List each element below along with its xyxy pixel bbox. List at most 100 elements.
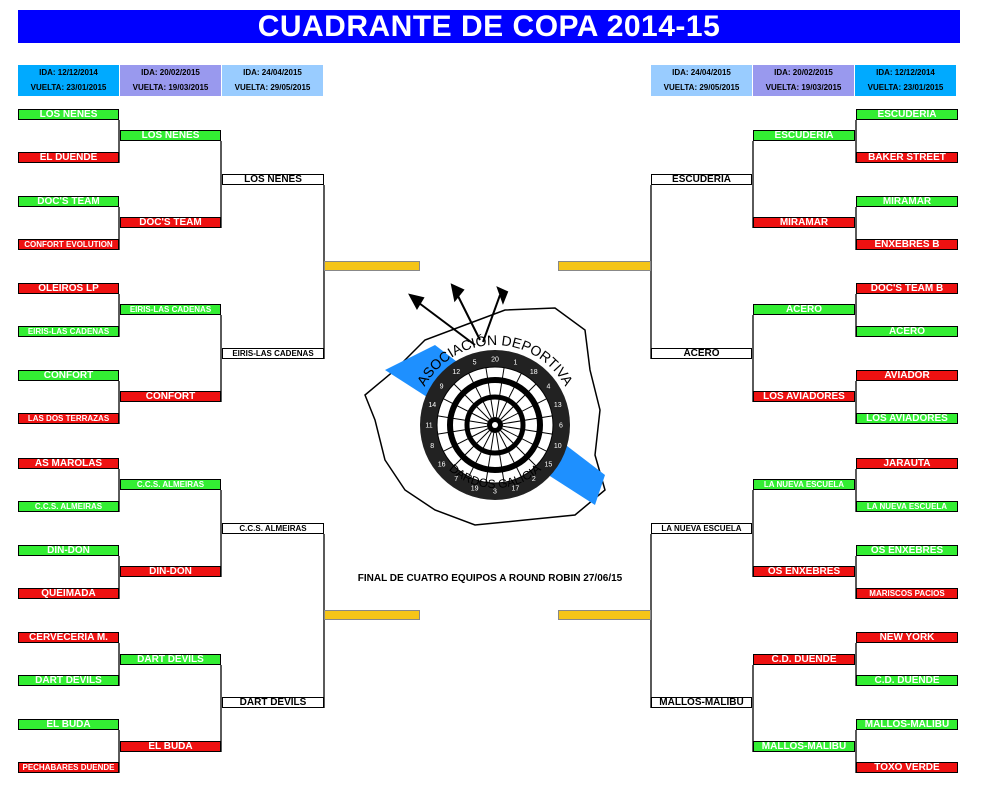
team-cell-right-r1: TOXO VERDE <box>856 762 958 773</box>
team-cell-left-r1: LAS DOS TERRAZAS <box>18 413 119 424</box>
team-cell-left-r1: QUEIMADA <box>18 588 119 599</box>
ida-date: IDA: 24/04/2015 <box>672 68 731 77</box>
team-cell-left-r1: EL BUDA <box>18 719 119 730</box>
vuelta-date: VUELTA: 23/01/2015 <box>30 83 107 92</box>
team-cell-right-r3: MALLOS-MALIBU <box>651 697 752 708</box>
svg-text:16: 16 <box>438 461 446 468</box>
svg-text:14: 14 <box>428 402 436 409</box>
team-cell-left-r1: C.C.S. ALMEIRAS <box>18 501 119 512</box>
svg-text:17: 17 <box>511 485 519 492</box>
team-cell-right-r2: LOS AVIADORES <box>753 391 855 402</box>
svg-text:19: 19 <box>471 485 479 492</box>
team-cell-left-r3: EIRIS-LAS CADENAS <box>222 348 324 359</box>
team-cell-right-r1: OS ENXEBRES <box>856 545 958 556</box>
team-cell-left-r1: EIRIS-LAS CADENAS <box>18 326 119 337</box>
team-cell-right-r1: ACERO <box>856 326 958 337</box>
svg-text:10: 10 <box>554 443 562 450</box>
vuelta-date: VUELTA: 23/01/2015 <box>867 83 944 92</box>
svg-text:12: 12 <box>452 369 460 376</box>
ida-date: IDA: 20/02/2015 <box>141 68 200 77</box>
team-cell-right-r2: ESCUDERIA <box>753 130 855 141</box>
team-cell-right-r1: LA NUEVA ESCUELA <box>856 501 958 512</box>
team-cell-right-r1: JARAUTA <box>856 458 958 469</box>
team-cell-left-r1: LOS NENES <box>18 109 119 120</box>
team-cell-left-r1: CONFORT EVOLUTION <box>18 239 119 250</box>
team-cell-right-r1: BAKER STREET <box>856 152 958 163</box>
team-cell-right-r1: C.D. DUENDE <box>856 675 958 686</box>
svg-text:3: 3 <box>493 489 497 496</box>
team-cell-left-r1: EL DUENDE <box>18 152 119 163</box>
vuelta-date: VUELTA: 19/03/2015 <box>765 83 842 92</box>
vuelta-date: VUELTA: 29/05/2015 <box>663 83 740 92</box>
svg-text:13: 13 <box>554 402 562 409</box>
vuelta-date: VUELTA: 19/03/2015 <box>132 83 209 92</box>
svg-text:6: 6 <box>559 423 563 430</box>
team-cell-left-r2: C.C.S. ALMEIRAS <box>120 479 221 490</box>
svg-text:8: 8 <box>430 443 434 450</box>
svg-text:5: 5 <box>473 360 477 367</box>
team-cell-left-r1: OLEIROS LP <box>18 283 119 294</box>
ida-date: IDA: 12/12/2014 <box>39 68 98 77</box>
darts-icon <box>408 283 509 346</box>
team-cell-right-r1: MALLOS-MALIBU <box>856 719 958 730</box>
svg-text:11: 11 <box>425 423 432 430</box>
vuelta-date: VUELTA: 29/05/2015 <box>234 83 311 92</box>
team-cell-right-r1: MIRAMAR <box>856 196 958 207</box>
team-cell-left-r1: DIN-DON <box>18 545 119 556</box>
ida-date: IDA: 12/12/2014 <box>876 68 935 77</box>
team-cell-right-r2: ACERO <box>753 304 855 315</box>
svg-text:15: 15 <box>544 461 552 468</box>
team-cell-left-r1: PECHABARES DUENDE <box>18 762 119 773</box>
team-cell-left-r2: CONFORT <box>120 391 221 402</box>
team-cell-left-r2: DART DEVILS <box>120 654 221 665</box>
team-cell-left-r1: CONFORT <box>18 370 119 381</box>
team-cell-left-r2: DIN-DON <box>120 566 221 577</box>
team-cell-left-r2: LOS NENES <box>120 130 221 141</box>
team-cell-right-r1: DOC'S TEAM B <box>856 283 958 294</box>
team-cell-right-r3: ACERO <box>651 348 752 359</box>
final-info-text: FINAL DE CUATRO EQUIPOS A ROUND ROBIN 27… <box>357 573 623 584</box>
team-cell-left-r3: C.C.S. ALMEIRAS <box>222 523 324 534</box>
team-cell-right-r1: AVIADOR <box>856 370 958 381</box>
team-cell-left-r2: DOC'S TEAM <box>120 217 221 228</box>
team-cell-right-r1: ESCUDERIA <box>856 109 958 120</box>
team-cell-left-r1: CERVECERIA M. <box>18 632 119 643</box>
team-cell-right-r1: MARISCOS PACIOS <box>856 588 958 599</box>
team-cell-right-r1: LOS AVIADORES <box>856 413 958 424</box>
team-cell-left-r3: LOS NENES <box>222 174 324 185</box>
ida-date: IDA: 20/02/2015 <box>774 68 833 77</box>
team-cell-right-r3: ESCUDERIA <box>651 174 752 185</box>
team-cell-right-r1: NEW YORK <box>856 632 958 643</box>
team-cell-right-r1: ENXEBRES B <box>856 239 958 250</box>
team-cell-right-r2: C.D. DUENDE <box>753 654 855 665</box>
svg-text:7: 7 <box>454 476 458 483</box>
ida-date: IDA: 24/04/2015 <box>243 68 302 77</box>
team-cell-right-r2: LA NUEVA ESCUELA <box>753 479 855 490</box>
team-cell-left-r1: AS MAROLAS <box>18 458 119 469</box>
semifinal-slot-left <box>324 610 420 620</box>
page-title: CUADRANTE DE COPA 2014-15 <box>18 10 960 43</box>
svg-text:20: 20 <box>491 357 499 364</box>
team-cell-right-r2: OS ENXEBRES <box>753 566 855 577</box>
team-cell-right-r2: MIRAMAR <box>753 217 855 228</box>
semifinal-slot-left <box>324 261 420 271</box>
team-cell-left-r1: DART DEVILS <box>18 675 119 686</box>
team-cell-left-r2: EL BUDA <box>120 741 221 752</box>
svg-text:2: 2 <box>532 476 536 483</box>
team-cell-left-r1: DOC'S TEAM <box>18 196 119 207</box>
svg-text:18: 18 <box>530 369 538 376</box>
team-cell-left-r3: DART DEVILS <box>222 697 324 708</box>
team-cell-right-r2: MALLOS-MALIBU <box>753 741 855 752</box>
team-cell-right-r3: LA NUEVA ESCUELA <box>651 523 752 534</box>
svg-text:9: 9 <box>440 384 444 391</box>
svg-text:1: 1 <box>513 360 517 367</box>
